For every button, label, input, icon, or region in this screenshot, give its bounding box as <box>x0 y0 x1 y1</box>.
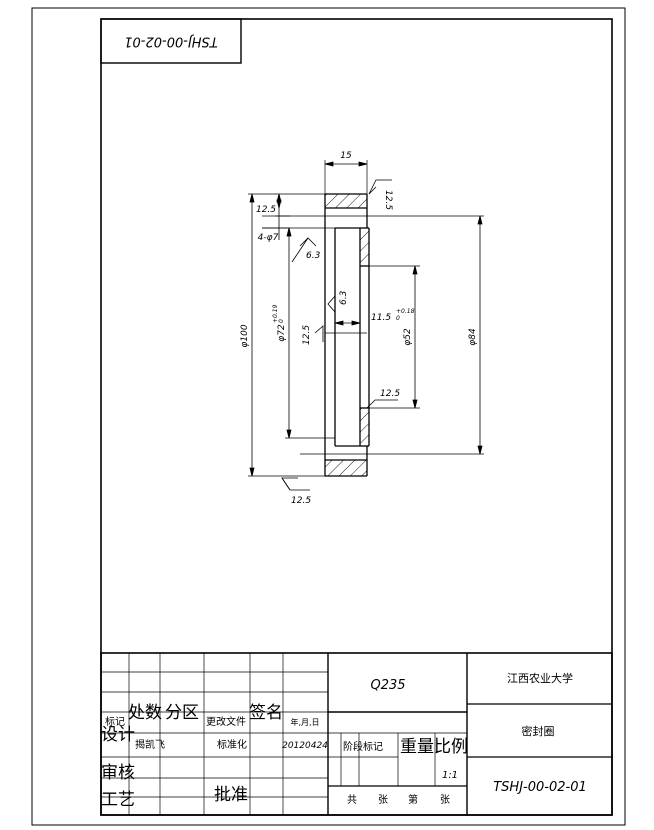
dim-bolt-circle-tol: +0.19 <box>272 304 279 323</box>
approve-label: 批准 <box>214 785 248 805</box>
doc-number: TSHJ-00-02-01 <box>493 780 587 795</box>
header-count: 处数 <box>128 703 162 723</box>
header-mark: 标记 <box>105 716 125 728</box>
roughness-right-lower: 12.5 <box>380 389 400 399</box>
rotated-drawing-number: TSHJ-00-02-01 <box>124 34 218 49</box>
weight-label: 重量 <box>400 737 434 757</box>
dim-pitch-dia: φ84 <box>468 328 478 346</box>
stage-mark: 阶段标记 <box>343 740 383 753</box>
outer-border <box>31 7 626 826</box>
header-zone: 分区 <box>165 703 199 723</box>
design-date: 20120424 <box>282 741 328 751</box>
roughness-inner-face: 6.3 <box>339 290 349 305</box>
designer-name: 揭凯飞 <box>135 738 165 751</box>
sheets-unit2: 张 <box>440 794 450 806</box>
hatch-right-lower <box>360 408 369 446</box>
dim-groove-width: 11.5 <box>371 313 391 323</box>
sheet-no: 第 <box>408 793 418 806</box>
scale-value: 1:1 <box>442 770 458 781</box>
sheets-total: 共 <box>347 794 357 806</box>
dim-groove-tol: +0.18 <box>396 308 415 315</box>
header-date: 年,月,日 <box>290 717 319 727</box>
sheets-unit1: 张 <box>378 794 388 806</box>
dim-bolt-circle-tol-low: 0 <box>278 319 285 323</box>
roughness-top-right: 12.5 <box>383 190 393 210</box>
hatch-top <box>325 194 367 208</box>
header-change-doc: 更改文件 <box>206 715 246 728</box>
standardize-label: 标准化 <box>217 738 247 751</box>
title-block-text: Q235 江西农业大学 密封圈 TSHJ-00-02-01 标记 处数 分区 更… <box>101 671 587 810</box>
title-block <box>100 652 613 816</box>
part-name: 密封圈 <box>522 724 555 738</box>
dim-flange-thickness: 12.5 <box>256 205 276 215</box>
designer-label: 设计 <box>101 725 135 745</box>
dim-holes: 4-φ7 <box>258 233 279 243</box>
scale-label: 比例 <box>434 737 468 757</box>
review-label: 审核 <box>101 763 135 783</box>
hatch-right-upper <box>360 228 369 266</box>
dim-width-top: 15 <box>340 151 352 161</box>
process-label: 工艺 <box>101 790 135 810</box>
dim-outer-dia: φ100 <box>240 324 250 347</box>
rotated-number-box: TSHJ-00-02-01 <box>100 18 242 64</box>
header-signature: 签名 <box>249 703 283 723</box>
dim-groove-tol-low: 0 <box>396 315 400 322</box>
part-section-view: 15 12.5 4-φ7 φ100 φ72 +0.19 0 φ52 φ84 11… <box>240 151 484 506</box>
material: Q235 <box>370 678 405 693</box>
roughness-bore: 12.5 <box>302 325 312 345</box>
dim-bolt-circle: φ72 <box>277 324 287 342</box>
school-name: 江西农业大学 <box>507 671 573 685</box>
roughness-bottom: 12.5 <box>291 496 311 506</box>
inner-frame <box>100 18 613 816</box>
hatch-bottom <box>325 460 367 476</box>
dim-bore-dia: φ52 <box>403 328 413 346</box>
roughness-left-inner: 6.3 <box>306 251 321 261</box>
